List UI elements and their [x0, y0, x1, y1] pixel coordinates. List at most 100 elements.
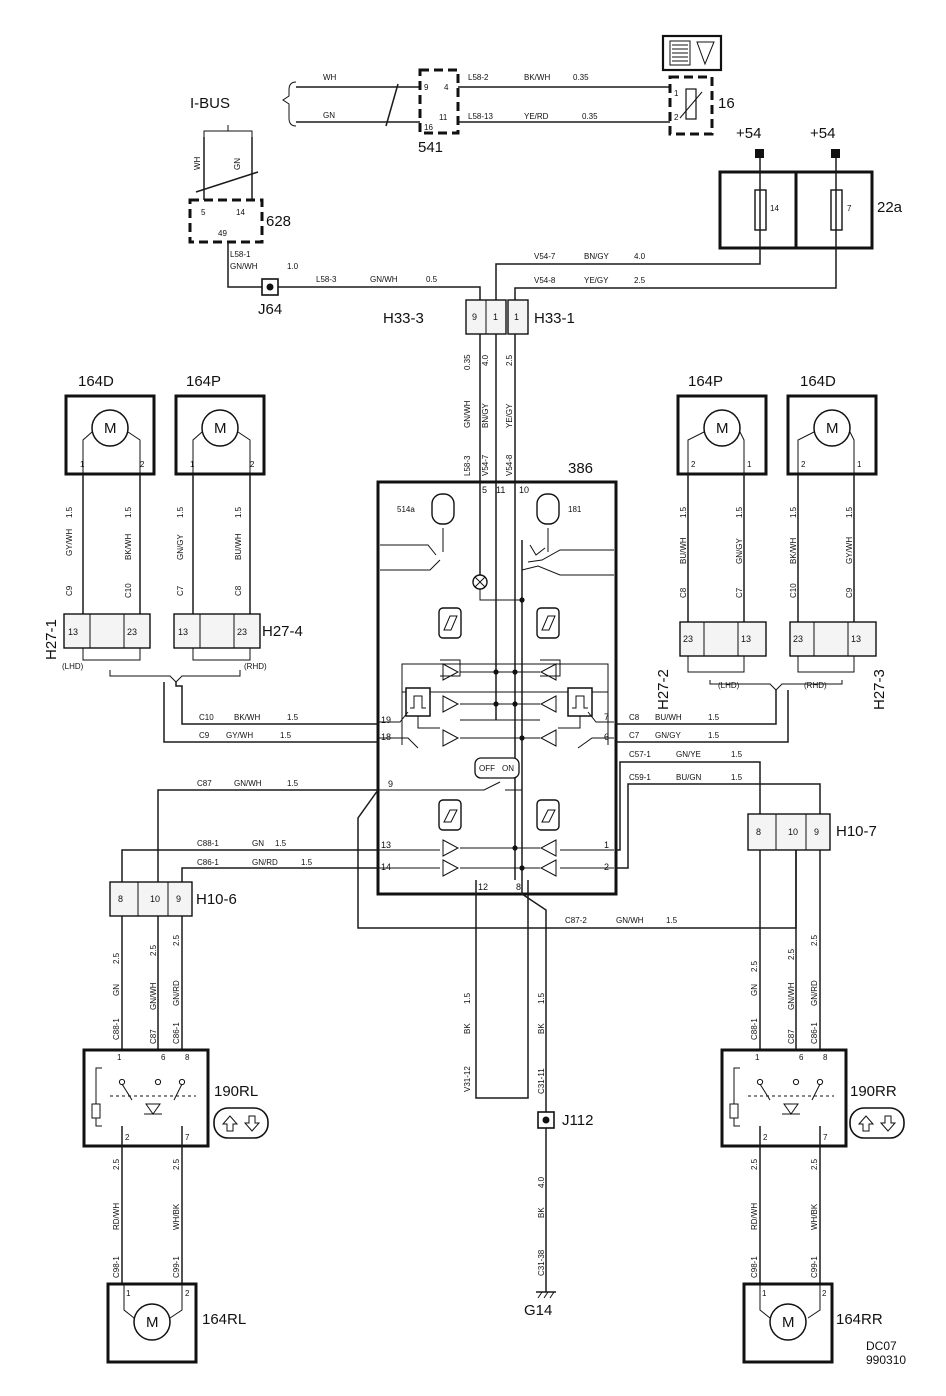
wire-label: 2.5: [112, 1158, 121, 1170]
window-button-front-left: [438, 607, 462, 639]
ground-wires: 1.5 BK V31-12 1.5 BK C31-11 J112 4.0 BK …: [463, 880, 593, 1319]
connector-h27-2: [679, 621, 767, 657]
wire-label: GY/WH: [226, 731, 253, 740]
wire-label: C10: [789, 583, 798, 598]
wire-label: 4.0: [481, 354, 490, 366]
component-22a-label: 22a: [877, 199, 903, 216]
wire-label: L58-3: [463, 455, 472, 476]
pin-label: 7: [823, 1133, 828, 1142]
wire-label: 2.5: [750, 1158, 759, 1170]
j112-label: J112: [562, 1112, 593, 1129]
wire-label: C9: [65, 585, 74, 596]
wire-label: C88-1: [197, 839, 219, 848]
wire-label: BK: [537, 1207, 546, 1218]
pin-label: 9: [424, 83, 429, 92]
component-386-label: 386: [568, 460, 593, 477]
wire-label: C8: [679, 587, 688, 598]
wire-label: L58-3: [316, 275, 337, 284]
wire-label: GN: [233, 158, 242, 170]
wire-label: GN/RD: [810, 980, 819, 1006]
wire-label: 1.5: [708, 731, 720, 740]
wire-label: C8: [234, 585, 243, 596]
wire-label: 0.35: [463, 354, 472, 370]
diagram-code: DC07: [866, 1339, 897, 1353]
wire-label: WH/BK: [810, 1203, 819, 1230]
wire-label: GN: [750, 984, 759, 996]
component-16-label: 16: [718, 95, 735, 112]
pin-label: 2: [604, 862, 609, 872]
wire-label: BK/WH: [524, 73, 550, 82]
motor-164P-right-label: 164P: [688, 373, 723, 390]
wire-label: BN/GY: [481, 402, 490, 428]
wire-label: BU/WH: [234, 533, 243, 560]
pin-label: 2: [250, 460, 255, 469]
wire-label: V54-8: [505, 454, 514, 476]
wire-label: 0.5: [426, 275, 438, 284]
pin-label: 1: [857, 460, 862, 469]
pin-label: 11: [496, 485, 505, 495]
wire-label: 1.0: [287, 262, 299, 271]
window-button-front-right: [536, 607, 560, 639]
connector-h10-6: [109, 881, 193, 917]
motor-164D-left-label: 164D: [78, 373, 114, 390]
pin-label: 5: [201, 208, 206, 217]
wire-label: GN: [252, 839, 264, 848]
wire-label: C88-1: [112, 1018, 121, 1040]
motor-164RR-label: 164RR: [836, 1311, 883, 1328]
wire-label: 2.5: [505, 354, 514, 366]
pin-label: 14: [381, 862, 391, 872]
wire-label: C86-1: [197, 858, 219, 867]
pin-label: 4: [444, 83, 449, 92]
h10-6-label: H10-6: [196, 891, 237, 908]
child-lock-switch: [474, 757, 520, 779]
wire-label: C87: [787, 1029, 796, 1044]
mirror-motors-left: 164D 164P M M 1 2 1 2 1.5 GY/WH C9 1.5 B…: [43, 373, 303, 683]
pin-label: 6: [161, 1053, 166, 1062]
connector-h10-7: [747, 813, 831, 851]
diagram-date: 990310: [866, 1353, 906, 1367]
motor-symbol: M: [104, 420, 117, 437]
pin-label: 2: [691, 460, 696, 469]
wire-label: V54-7: [481, 454, 490, 476]
lhd-label: (LHD): [62, 662, 84, 671]
h27-2-label: H27-2: [655, 669, 672, 710]
h33-connectors: 9 1 1 H33-3 H33-1 0.35 4.0 2.5 GN/WH BN/…: [383, 299, 575, 482]
wire-label: 1.5: [234, 506, 243, 518]
switch-514a-knob: [431, 493, 455, 525]
pin-label: 11: [439, 113, 448, 122]
wire-label: 1.5: [287, 779, 299, 788]
switch-190RR-label: 190RR: [850, 1083, 897, 1100]
window-button-rear-left: [438, 799, 462, 831]
pin-label: 10: [150, 894, 160, 904]
wire-label: C87: [149, 1029, 158, 1044]
window-switch-symbol: [213, 1107, 269, 1139]
pin-label: 9: [176, 894, 181, 904]
window-switch-symbol: [849, 1107, 905, 1139]
pin-label: 2: [674, 113, 679, 122]
wire-label: BK/WH: [124, 534, 133, 560]
wire-label: C8: [629, 713, 640, 722]
wire-label: GN/WH: [230, 262, 258, 271]
wire-label: 1.5: [463, 992, 472, 1004]
wire-label: 1.5: [666, 916, 678, 925]
component-628-label: 628: [266, 213, 291, 230]
wire-label: 1.5: [301, 858, 313, 867]
pin-label: 16: [424, 123, 433, 132]
pin-label: 2: [763, 1133, 768, 1142]
top-bus-section: WH GN 9 4 11 16 541 L58-2 BK/WH 0.35 L58…: [282, 34, 735, 156]
pin-label: 1: [747, 460, 752, 469]
pin-label: 8: [118, 894, 123, 904]
wire-label: BK/WH: [234, 713, 260, 722]
h10-7-label: H10-7: [836, 823, 877, 840]
wire-label: 0.35: [573, 73, 589, 82]
h27-4-label: H27-4: [262, 623, 303, 640]
ibus-label: I-BUS: [190, 95, 230, 112]
pin-label: 23: [793, 634, 803, 644]
pin-label: 1: [762, 1289, 767, 1298]
pin-label: 9: [388, 779, 393, 789]
wire-label: C87: [197, 779, 212, 788]
wire-label: RD/WH: [750, 1203, 759, 1230]
wire-label: GN/WH: [370, 275, 398, 284]
connector-541: [418, 68, 460, 135]
pin-label: 6: [799, 1053, 804, 1062]
